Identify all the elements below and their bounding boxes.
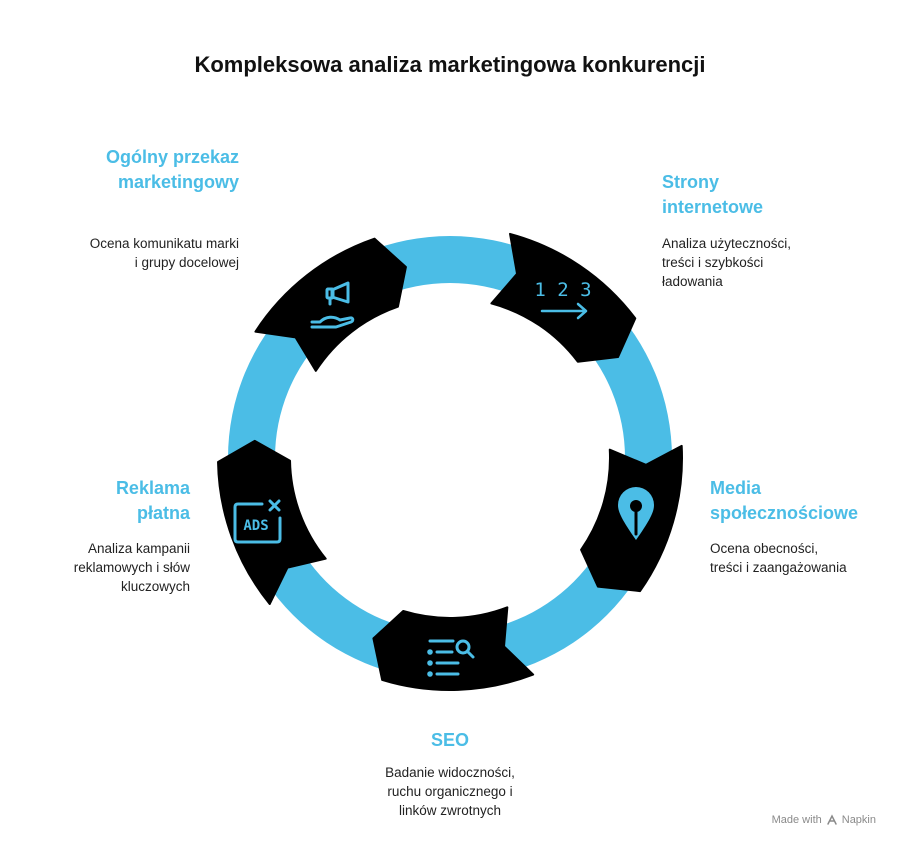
footer-text: Made with: [771, 814, 822, 826]
heading-seo: SEO: [430, 730, 469, 750]
desc-reklama: Analiza kampanii reklamowych i słów kluc…: [73, 541, 190, 594]
segment-layer: [217, 232, 683, 691]
footer-brand: Napkin: [841, 814, 876, 826]
desc-strony: Analiza użyteczności, treści i szybkości…: [662, 236, 792, 289]
page-title: Kompleksowa analiza marketingowa konkure…: [194, 52, 706, 77]
ads-window-icon: ADS: [233, 499, 282, 544]
numbers-arrow-icon: 1 2 3: [534, 279, 592, 320]
footer-branding: Made with Napkin: [772, 814, 876, 826]
numbers-label: 1 2 3: [534, 279, 591, 301]
napkin-logo-icon: [827, 814, 837, 825]
cycle-segment-strony: [490, 232, 637, 363]
desc-przekaz: Ocena komunikatu marki i grupy docelowej: [89, 236, 239, 270]
desc-seo: Badanie widoczności, ruchu organicznego …: [385, 765, 515, 818]
heading-przekaz: Ogólny przekaz marketingowy: [105, 147, 239, 192]
cycle-segment-reklama: [217, 439, 327, 605]
heading-reklama: Reklama płatna: [115, 478, 190, 523]
megaphone-hand-icon: [310, 281, 355, 329]
heading-strony: Strony internetowe: [662, 172, 764, 217]
ads-label: ADS: [243, 518, 268, 534]
location-pin-icon: [618, 487, 654, 540]
desc-media: Ocena obecności, treści i zaangażowania: [710, 541, 847, 575]
search-list-icon: [427, 639, 475, 677]
heading-media: Media społecznościowe: [710, 478, 859, 523]
cycle-segment-seo: [372, 606, 535, 691]
